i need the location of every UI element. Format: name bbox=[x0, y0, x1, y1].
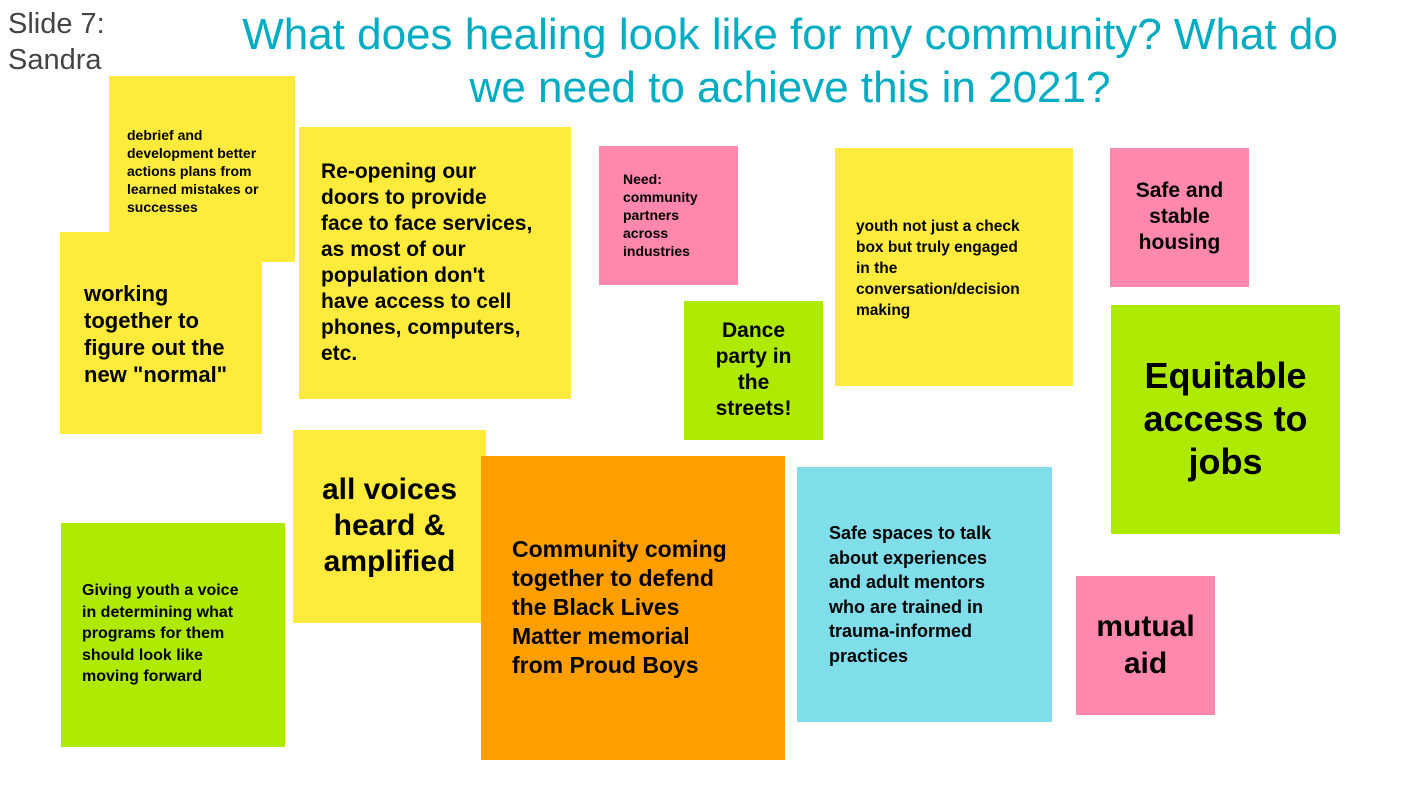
note-text: Safe spaces to talk about experiences an… bbox=[829, 523, 992, 666]
sticky-note-equitable-jobs[interactable]: Equitable access to jobs bbox=[1111, 305, 1340, 534]
sticky-note-working-together[interactable]: working together to figure out the new "… bbox=[60, 232, 262, 434]
sticky-note-blm-memorial[interactable]: Community coming together to defend the … bbox=[481, 456, 785, 760]
note-text: Safe and stable housing bbox=[1135, 179, 1224, 254]
sticky-note-mutual-aid[interactable]: mutual aid bbox=[1076, 576, 1215, 715]
sticky-note-all-voices[interactable]: all voices heard & amplified bbox=[293, 430, 486, 623]
note-text: Re-opening our doors to provide face to … bbox=[321, 160, 533, 365]
slide-label: Slide 7: Sandra bbox=[8, 8, 105, 76]
note-text: mutual aid bbox=[1096, 610, 1195, 680]
note-text: Dance party in the streets! bbox=[715, 319, 792, 420]
sticky-note-youth-engaged[interactable]: youth not just a check box but truly eng… bbox=[835, 148, 1073, 386]
slide-title: What does healing look like for my commu… bbox=[242, 10, 1338, 112]
sticky-note-youth-voice[interactable]: Giving youth a voice in determining what… bbox=[61, 523, 285, 747]
sticky-note-debrief[interactable]: debrief and development better actions p… bbox=[109, 76, 295, 262]
note-text: all voices heard & amplified bbox=[321, 473, 458, 578]
sticky-note-dance-party[interactable]: Dance party in the streets! bbox=[684, 301, 823, 440]
sticky-note-housing[interactable]: Safe and stable housing bbox=[1110, 148, 1249, 287]
note-text: Giving youth a voice in determining what… bbox=[82, 582, 239, 685]
note-text: Equitable access to jobs bbox=[1143, 355, 1308, 482]
note-text: working together to figure out the new "… bbox=[84, 281, 228, 387]
note-text: Community coming together to defend the … bbox=[512, 536, 727, 678]
sticky-note-reopening[interactable]: Re-opening our doors to provide face to … bbox=[299, 127, 571, 399]
sticky-note-safe-spaces[interactable]: Safe spaces to talk about experiences an… bbox=[797, 467, 1052, 722]
note-text: youth not just a check box but truly eng… bbox=[856, 218, 1020, 319]
note-text: Need: community partners across industri… bbox=[623, 171, 698, 259]
note-text: debrief and development better actions p… bbox=[127, 127, 259, 215]
sticky-note-community-partners[interactable]: Need: community partners across industri… bbox=[599, 146, 738, 285]
